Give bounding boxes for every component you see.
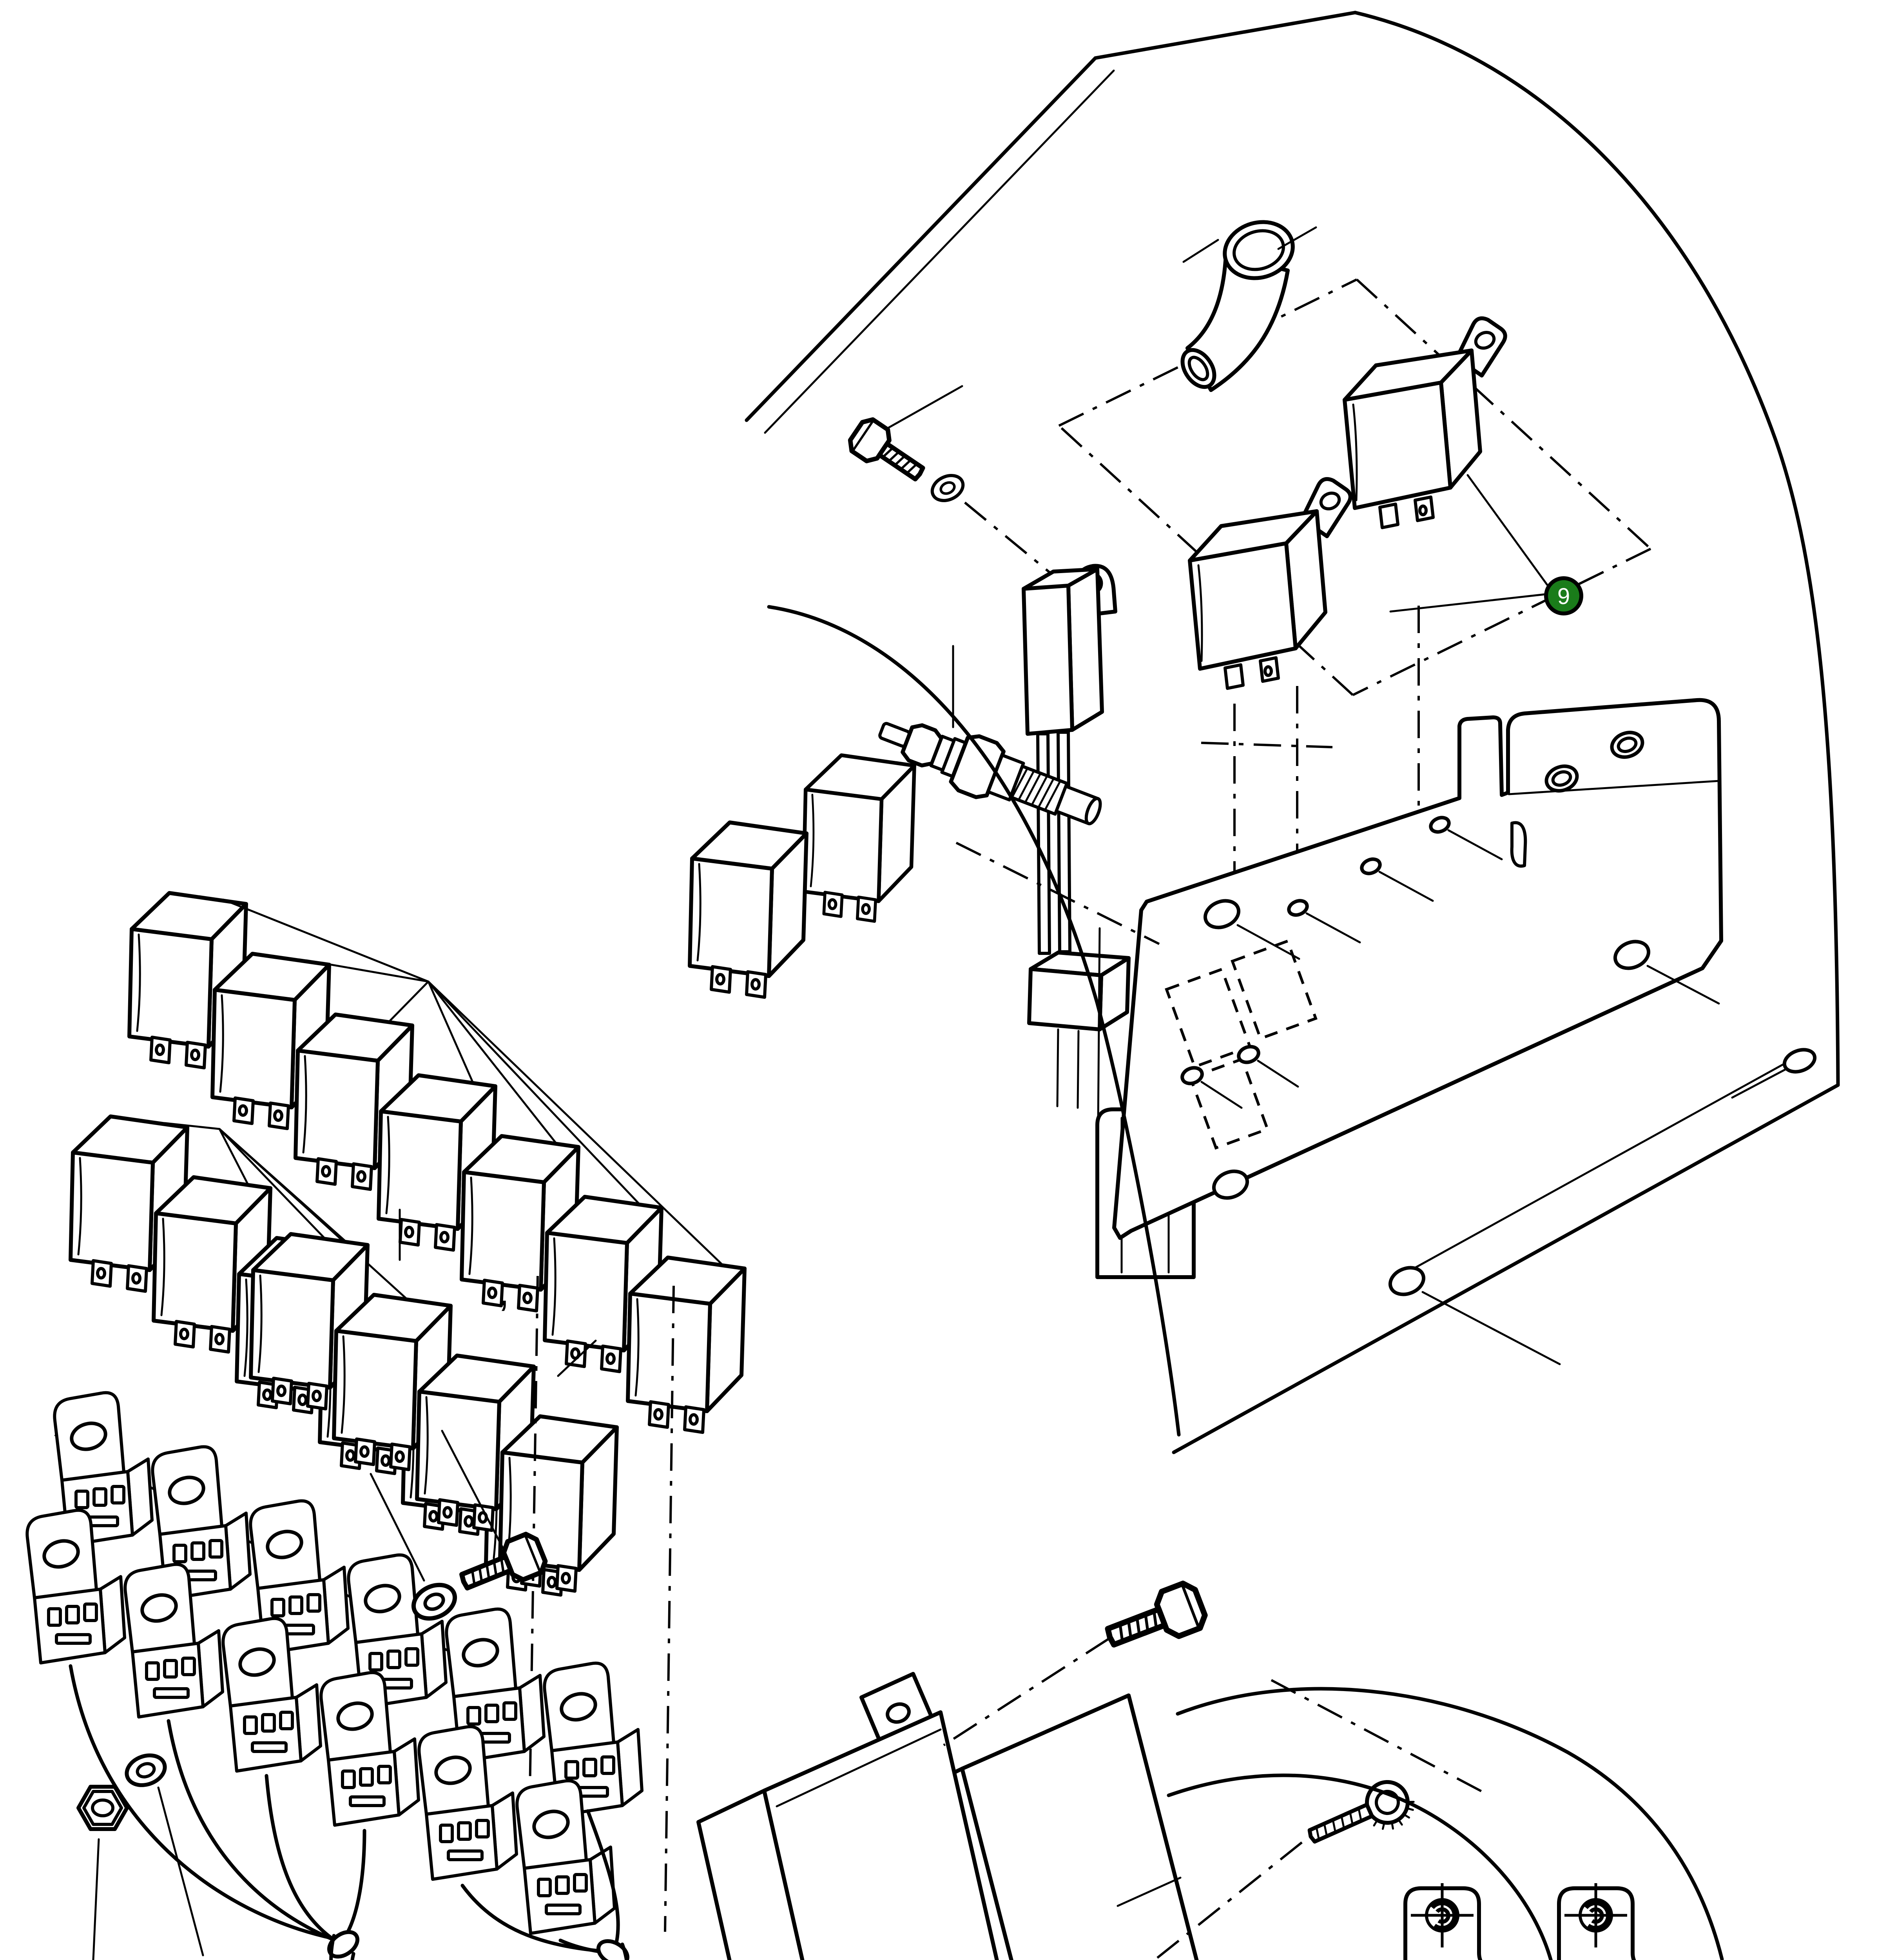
resistor-leg — [1036, 732, 1051, 955]
flasher-relay-1 — [1190, 479, 1350, 688]
washer-axis — [964, 501, 1059, 581]
plate-hole — [1613, 940, 1720, 1005]
bolt-leader — [441, 1430, 507, 1554]
relay-pair-rear — [803, 755, 914, 922]
relay-pair-front — [690, 822, 807, 997]
wiring-harness — [69, 1664, 629, 1960]
plate-hole — [1429, 816, 1503, 860]
mounting-plate — [1096, 698, 1723, 1240]
relay — [628, 1258, 745, 1432]
screw-axis — [1153, 1841, 1303, 1960]
floor-curve-arcs — [1167, 1687, 1724, 1960]
plate-hole — [1287, 899, 1361, 944]
fuse-panel-left: 20A 10A 10A 20A 10A 20A 20A 10A — [1403, 1883, 1483, 1960]
callout-9-label: 9 — [1557, 584, 1570, 609]
relay-row-2-leaders — [163, 1122, 415, 1307]
relay-row-1-leaders — [222, 898, 723, 1265]
breather-hose — [1180, 220, 1317, 392]
hex-bolt-ecu — [1101, 1580, 1209, 1659]
control-unit-front — [696, 1672, 999, 1960]
relay-leader-tick — [557, 1339, 597, 1377]
relay-socket-strip — [27, 1393, 642, 1933]
thermo-sensor — [878, 722, 1102, 826]
stray-apostrophe: , — [498, 1267, 510, 1315]
plate-threaded-hole — [1544, 764, 1579, 793]
washer-upper — [928, 471, 967, 505]
callout-9: 9 — [1544, 576, 1583, 615]
plate-hole — [1212, 1169, 1249, 1200]
bolt-leader — [885, 385, 963, 430]
nut-leader — [92, 1838, 100, 1960]
cab-rear-panel-outline — [745, 11, 1840, 1454]
pair-axis — [955, 842, 1160, 945]
nut — [76, 1785, 129, 1831]
panel-cutout-arc — [767, 605, 1181, 1437]
relay-drop-centerline — [664, 1285, 675, 1932]
axis-line — [1271, 1679, 1490, 1797]
washer-leader — [157, 1786, 204, 1956]
washer-leader — [370, 1473, 425, 1582]
plate-threaded-hole — [1610, 731, 1644, 759]
flasher-relay-2 — [1345, 318, 1505, 528]
plate-hole — [1360, 857, 1434, 902]
callout-leader-lines — [1389, 474, 1548, 613]
plate-hidden-sockets — [1165, 939, 1318, 1150]
panel-hole-lower — [1388, 1266, 1561, 1365]
plate-hook-slot — [1510, 821, 1527, 868]
fuse-panel-right: 10A 10A 10A 20A 10A 10A 10A 10A — [1557, 1883, 1636, 1960]
washer-nut — [123, 1750, 169, 1790]
bolt-axis — [943, 1637, 1110, 1746]
hex-bolt-upper — [846, 416, 930, 490]
panel-corner-hole — [1731, 1048, 1817, 1099]
plate-hole — [1203, 899, 1300, 960]
